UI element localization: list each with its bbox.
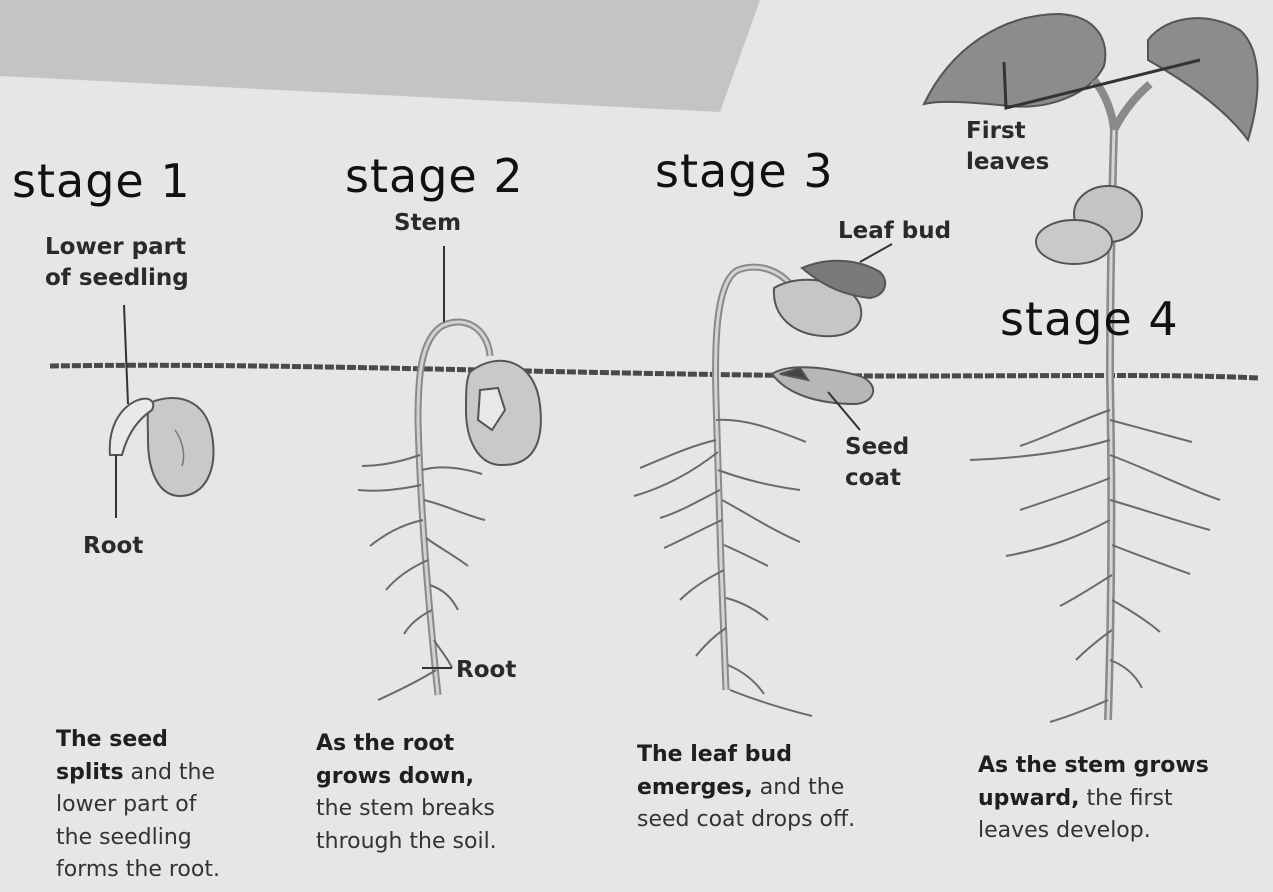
caption-stage-3: The leaf bud emerges, and the seed coat …: [637, 739, 855, 837]
roots-4: [970, 410, 1220, 722]
stem-3: [716, 267, 790, 690]
label-root-1: Root: [83, 531, 143, 562]
seed-1-body: [148, 398, 214, 496]
leaf-4-right: [1148, 18, 1258, 140]
caption-stage-4: As the stem grows upward, the first leav…: [978, 750, 1209, 848]
stage-2-seedling: [358, 322, 541, 700]
lower-part-leader: [124, 305, 128, 404]
paper-corner-shade: [0, 0, 760, 112]
stage-1-seed: [110, 398, 214, 496]
stage-1-title: stage 1: [12, 158, 191, 204]
leaf-4-left: [924, 14, 1105, 107]
stage-2-title: stage 2: [345, 153, 524, 199]
label-stem: Stem: [394, 208, 461, 239]
label-root-2: Root: [456, 655, 516, 686]
label-leaf-bud: Leaf bud: [838, 216, 951, 247]
stem-4: [1094, 80, 1150, 720]
stage-4-title: stage 4: [1000, 296, 1179, 342]
stage-3-title: stage 3: [655, 148, 834, 194]
caption-stage-2: As the root grows down, the stem breaks …: [316, 728, 497, 858]
soil-line: [50, 365, 1258, 378]
cotyledon-4-b: [1036, 220, 1112, 264]
caption-stage-1: The seed splits and the lower part of th…: [56, 724, 220, 887]
seed-1-radicle: [110, 399, 153, 455]
